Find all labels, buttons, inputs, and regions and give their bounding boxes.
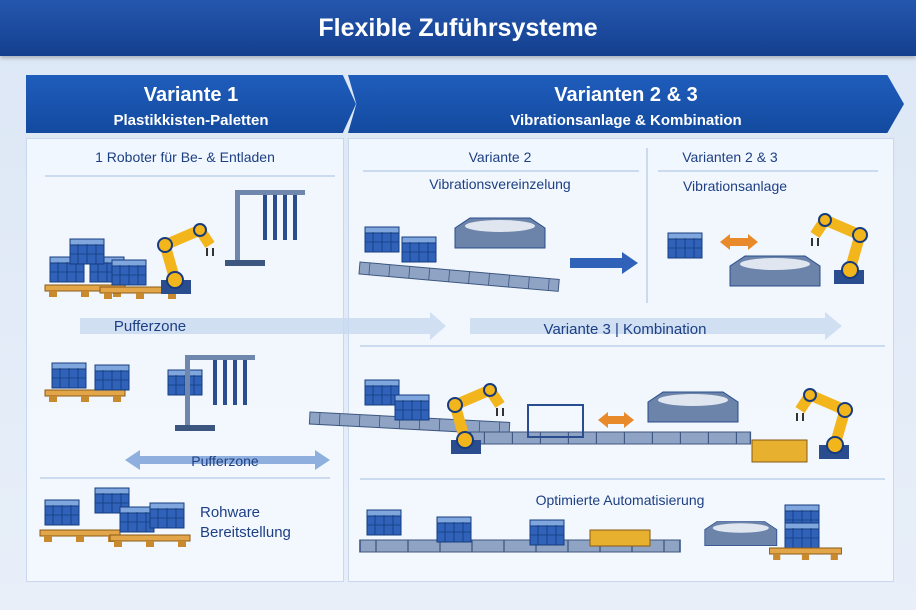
page-title: Flexible Zuführsysteme bbox=[0, 0, 916, 56]
pallet bbox=[44, 284, 181, 300]
conveyor bbox=[469, 431, 752, 445]
parts-tray bbox=[751, 439, 808, 463]
gripper-rack bbox=[223, 188, 307, 268]
variant23-subheading: Vibrationsanlage & Kombination bbox=[510, 112, 742, 129]
crate-stack bbox=[44, 487, 185, 533]
divider bbox=[45, 175, 335, 177]
variant2-label: Variante 2 bbox=[468, 149, 532, 165]
crate-stack bbox=[364, 379, 430, 421]
variant23-label: Varianten 2 & 3 bbox=[682, 149, 778, 165]
optimized-automation-label: Optimierte Automatisierung bbox=[535, 492, 705, 508]
variant23-sublabel: Vibrationsanlage bbox=[682, 178, 788, 194]
vibration-feeder bbox=[454, 217, 546, 249]
divider bbox=[658, 170, 878, 172]
divider bbox=[40, 477, 330, 479]
variant2-sublabel: Vibrationsvereinzelung bbox=[429, 176, 571, 192]
variant3-label: Variante 3 | Kombination bbox=[543, 321, 707, 338]
crate-stack bbox=[49, 238, 147, 286]
divider bbox=[360, 345, 885, 347]
crate bbox=[667, 232, 703, 259]
vibration-feeder bbox=[704, 521, 778, 547]
gripper-rack bbox=[173, 353, 257, 433]
divider bbox=[646, 148, 648, 303]
variant1-subheading: Plastikkisten-Paletten bbox=[113, 112, 269, 129]
pallet bbox=[109, 534, 191, 548]
divider bbox=[360, 478, 885, 480]
pallet bbox=[39, 529, 121, 543]
flow-arrow bbox=[80, 312, 446, 340]
parts-tray bbox=[589, 529, 651, 547]
exchange-arrow bbox=[598, 412, 634, 428]
divider bbox=[363, 170, 639, 172]
flow-arrow bbox=[570, 252, 638, 274]
variant23-banner: Varianten 2 & 3 Vibrationsanlage & Kombi… bbox=[348, 75, 904, 133]
buffer-zone-label: Pufferzone bbox=[191, 453, 259, 469]
vibration-feeder bbox=[729, 255, 821, 287]
variant1-heading: Variante 1 bbox=[143, 84, 239, 106]
exchange-arrow bbox=[720, 234, 758, 250]
flow-arrow bbox=[470, 312, 842, 340]
buffer-zone-label: Pufferzone bbox=[113, 318, 187, 335]
conveyor bbox=[358, 261, 560, 292]
supply-line2: Bereitstellung bbox=[200, 524, 291, 541]
pallet bbox=[769, 547, 842, 561]
supply-line1: Rohware bbox=[200, 504, 261, 521]
vibration-feeder bbox=[647, 391, 739, 423]
buffer-arrow bbox=[125, 450, 330, 470]
gripper-frame bbox=[527, 404, 584, 438]
robot-section-label: 1 Roboter für Be- & Entladen bbox=[95, 149, 275, 165]
variant1-banner: Variante 1 Plastikkisten-Paletten bbox=[26, 75, 356, 133]
variant23-heading: Varianten 2 & 3 bbox=[554, 84, 698, 106]
crate-stack bbox=[364, 226, 437, 263]
robot-arm bbox=[158, 224, 213, 294]
pallet bbox=[44, 389, 126, 403]
